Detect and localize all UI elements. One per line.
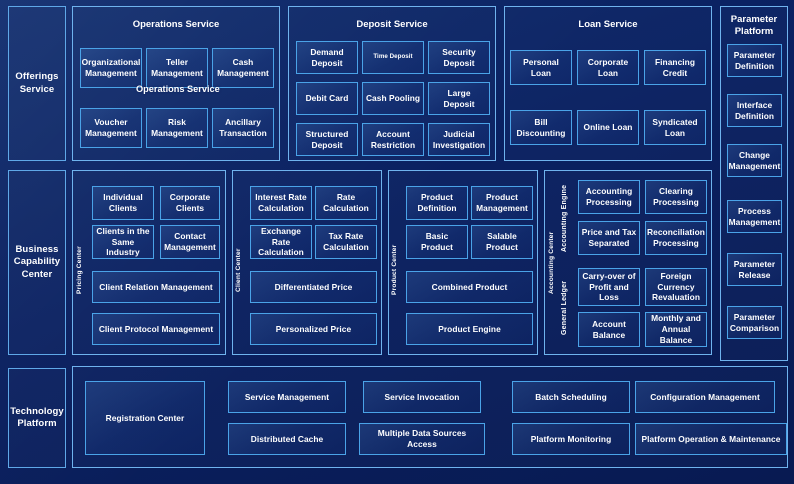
box-combined-product[interactable]: Combined Product <box>406 271 533 303</box>
row-label-text: Technology Platform <box>10 405 64 429</box>
box-platform-monitoring[interactable]: Platform Monitoring <box>512 423 630 455</box>
group-title-parameter-platform: Parameter Platform <box>720 14 788 39</box>
duplicate-title-operations-service: Operations Service <box>136 84 220 94</box>
parameter-platform-title-line1: Parameter <box>730 14 778 25</box>
box-rate-calculation[interactable]: Rate Calculation <box>315 186 377 220</box>
box-client-protocol-management[interactable]: Client Protocol Management <box>92 313 220 345</box>
vlabel-general-ledger: General Ledger <box>561 280 568 336</box>
box-time-deposit[interactable]: Time Deposit <box>362 41 424 74</box>
box-exchange-rate-calculation[interactable]: Exchange Rate Calculation <box>250 225 312 259</box>
box-carry-over-of-profit-and-loss[interactable]: Carry-over of Profit and Loss <box>578 268 640 306</box>
box-change-management[interactable]: Change Management <box>727 144 782 177</box>
row-label-technology-platform: Technology Platform <box>8 368 66 468</box>
vlabel-accounting-center: Accounting Center <box>548 231 555 295</box>
box-parameter-release[interactable]: Parameter Release <box>727 253 782 286</box>
box-accounting-processing[interactable]: Accounting Processing <box>578 180 640 214</box>
box-ancillary-transaction[interactable]: Ancillary Transaction <box>212 108 274 148</box>
box-parameter-definition[interactable]: Parameter Definition <box>727 44 782 77</box>
group-title-operations-service: Operations Service <box>132 19 220 30</box>
box-risk-management[interactable]: Risk Management <box>146 108 208 148</box>
box-security-deposit[interactable]: Security Deposit <box>428 41 490 74</box>
box-service-management[interactable]: Service Management <box>228 381 346 413</box>
box-syndicated-loan[interactable]: Syndicated Loan <box>644 110 706 145</box>
box-financing-credit[interactable]: Financing Credit <box>644 50 706 85</box>
box-registration-center[interactable]: Registration Center <box>85 381 205 455</box>
vlabel-pricing-center: Pricing Center <box>76 246 83 294</box>
vlabel-client-center: Client Center <box>235 248 242 292</box>
group-technology-platform <box>72 366 788 468</box>
box-corporate-clients[interactable]: Corporate Clients <box>160 186 220 220</box>
box-contact-management[interactable]: Contact Management <box>160 225 220 259</box>
row-label-offerings-service: Offerings Service <box>8 6 66 161</box>
box-organizational-management[interactable]: Organizational Management <box>80 48 142 88</box>
group-client-center <box>232 170 382 355</box>
box-debit-card[interactable]: Debit Card <box>296 82 358 115</box>
box-online-loan[interactable]: Online Loan <box>577 110 639 145</box>
box-voucher-management[interactable]: Voucher Management <box>80 108 142 148</box>
box-judicial-investigation[interactable]: Judicial Investigation <box>428 123 490 156</box>
row-label-text: Offerings Service <box>15 71 59 95</box>
box-service-invocation[interactable]: Service Invocation <box>363 381 481 413</box>
group-accounting-center <box>544 170 712 355</box>
box-interest-rate-calculation[interactable]: Interest Rate Calculation <box>250 186 312 220</box>
box-product-management[interactable]: Product Management <box>471 186 533 220</box>
box-parameter-comparison[interactable]: Parameter Comparison <box>727 306 782 339</box>
box-structured-deposit[interactable]: Structured Deposit <box>296 123 358 156</box>
box-multiple-data-sources-access[interactable]: Multiple Data Sources Access <box>359 423 485 455</box>
box-price-and-tax-separated[interactable]: Price and Tax Separated <box>578 221 640 255</box>
box-clearing-processing[interactable]: Clearing Processing <box>645 180 707 214</box>
group-product-center <box>388 170 538 355</box>
box-large-deposit[interactable]: Large Deposit <box>428 82 490 115</box>
group-loan-service <box>504 6 712 161</box>
box-account-restriction[interactable]: Account Restriction <box>362 123 424 156</box>
box-product-engine[interactable]: Product Engine <box>406 313 533 345</box>
box-account-balance[interactable]: Account Balance <box>578 312 640 347</box>
box-process-management[interactable]: Process Management <box>727 200 782 233</box>
row-label-text: Business Capability Center <box>13 244 61 280</box>
box-cash-pooling[interactable]: Cash Pooling <box>362 82 424 115</box>
box-basic-product[interactable]: Basic Product <box>406 225 468 259</box>
box-monthly-and-annual-balance[interactable]: Monthly and Annual Balance <box>645 312 707 347</box>
box-platform-operation-and-maintenance[interactable]: Platform Operation & Maintenance <box>635 423 787 455</box>
box-bill-discounting[interactable]: Bill Discounting <box>510 110 572 145</box>
box-reconciliation-processing[interactable]: Reconciliation Processing <box>645 221 707 255</box>
parameter-platform-title-line2: Platform <box>734 26 774 38</box>
box-clients-in-the-same-industry[interactable]: Clients in the Same Industry <box>92 225 154 259</box>
box-product-definition[interactable]: Product Definition <box>406 186 468 220</box>
box-personal-loan[interactable]: Personal Loan <box>510 50 572 85</box>
vlabel-product-center: Product Center <box>391 244 398 296</box>
row-label-business-capability-center: Business Capability Center <box>8 170 66 355</box>
group-operations-service <box>72 6 280 161</box>
group-pricing-center <box>72 170 226 355</box>
box-interface-definition[interactable]: Interface Definition <box>727 94 782 127</box>
group-title-deposit-service: Deposit Service <box>356 19 428 30</box>
box-distributed-cache[interactable]: Distributed Cache <box>228 423 346 455</box>
box-differentiated-price[interactable]: Differentiated Price <box>250 271 377 303</box>
box-personalized-price[interactable]: Personalized Price <box>250 313 377 345</box>
box-salable-product[interactable]: Salable Product <box>471 225 533 259</box>
group-title-loan-service: Loan Service <box>578 19 638 30</box>
box-cash-management[interactable]: Cash Management <box>212 48 274 88</box>
group-deposit-service <box>288 6 496 161</box>
box-foreign-currency-revaluation[interactable]: Foreign Currency Revaluation <box>645 268 707 306</box>
box-teller-management[interactable]: Teller Management <box>146 48 208 88</box>
group-parameter-platform <box>720 6 788 361</box>
box-demand-deposit[interactable]: Demand Deposit <box>296 41 358 74</box>
vlabel-accounting-engine: Accounting Engine <box>561 184 568 252</box>
box-batch-scheduling[interactable]: Batch Scheduling <box>512 381 630 413</box>
box-individual-clients[interactable]: Individual Clients <box>92 186 154 220</box>
box-configuration-management[interactable]: Configuration Management <box>635 381 775 413</box>
box-corporate-loan[interactable]: Corporate Loan <box>577 50 639 85</box>
box-tax-rate-calculation[interactable]: Tax Rate Calculation <box>315 225 377 259</box>
box-client-relation-management[interactable]: Client Relation Management <box>92 271 220 303</box>
